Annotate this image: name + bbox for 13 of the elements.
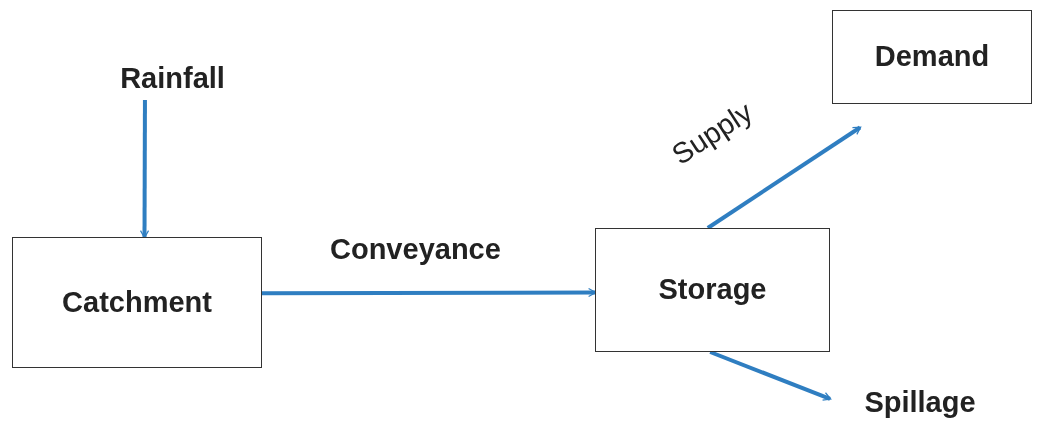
- arrow: [706, 125, 862, 230]
- process-box: [12, 237, 262, 368]
- arrow: [139, 100, 150, 239]
- node-text: Catchment: [62, 284, 212, 320]
- node-text: Spillage: [864, 385, 976, 421]
- node-text: Demand: [874, 39, 990, 75]
- edge-label: Conveyance: [330, 232, 501, 267]
- node-text: Storage: [658, 272, 767, 308]
- process-box: [595, 228, 830, 352]
- node-text: Rainfall: [120, 61, 225, 97]
- arrow: [262, 287, 597, 298]
- process-box: [832, 10, 1032, 104]
- arrow: [709, 350, 832, 401]
